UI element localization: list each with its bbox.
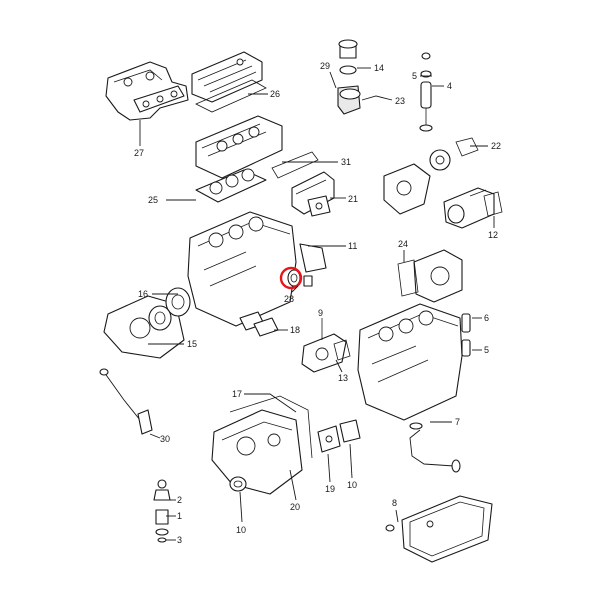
starter-gasket[interactable] (483, 191, 503, 217)
cylinder-head[interactable] (195, 115, 283, 179)
engine-block-upper[interactable] (187, 211, 297, 327)
starter-motor[interactable] (443, 187, 495, 229)
intake-flange[interactable] (307, 195, 331, 217)
manifold-gaskets[interactable] (133, 85, 185, 113)
valve-cover-gasket[interactable] (195, 79, 267, 113)
callout-19: 19 (325, 484, 335, 494)
oil-filter-gasket[interactable] (333, 339, 351, 361)
callout-23: 23 (395, 96, 405, 106)
callout-14: 14 (374, 63, 384, 73)
oil-seal-28[interactable] (279, 266, 313, 290)
callout-27: 27 (134, 148, 144, 158)
callout-28: 28 (284, 294, 294, 304)
callout-18: 18 (290, 325, 300, 335)
callout-30: 30 (160, 434, 170, 444)
block-side-gasket[interactable] (299, 243, 327, 273)
tappets[interactable] (461, 313, 471, 357)
callout-21: 21 (348, 194, 358, 204)
callout-2: 2 (177, 495, 182, 505)
callout-6: 6 (484, 313, 489, 323)
callout-25: 25 (148, 195, 158, 205)
callout-10-seal: 10 (236, 525, 246, 535)
cover-plate[interactable] (317, 419, 361, 453)
callout-3: 3 (177, 535, 182, 545)
engine-block-lower[interactable] (357, 303, 463, 421)
callout-8: 8 (392, 498, 397, 508)
callout-15: 15 (187, 339, 197, 349)
valve-assembly[interactable] (419, 52, 433, 132)
drain-plug[interactable] (385, 524, 395, 532)
bearing-caps[interactable] (239, 311, 279, 337)
callout-13: 13 (338, 373, 348, 383)
callout-29: 29 (320, 61, 330, 71)
leader-lines (139, 67, 495, 541)
callout-7: 7 (455, 417, 460, 427)
callout-22: 22 (491, 141, 501, 151)
callout-1: 1 (177, 511, 182, 521)
callout-20: 20 (290, 502, 300, 512)
gear-case[interactable] (211, 409, 303, 495)
head-gasket[interactable] (195, 168, 267, 203)
highlight-ring (279, 266, 303, 290)
intake-gasket[interactable] (271, 151, 319, 179)
water-pump-gasket[interactable] (455, 137, 479, 157)
callout-17: 17 (232, 389, 242, 399)
callout-4: 4 (447, 81, 452, 91)
oil-filter-base[interactable] (301, 318, 347, 373)
rear-oil-seal[interactable] (148, 287, 191, 331)
callout-12: 12 (488, 230, 498, 240)
callout-11: 11 (348, 241, 357, 251)
callout-26: 26 (270, 89, 280, 99)
oil-pressure-switch[interactable] (153, 479, 171, 543)
callout-24: 24 (398, 239, 408, 249)
callout-5-tappet: 5 (484, 345, 489, 355)
dipstick[interactable] (99, 368, 153, 435)
callout-labels: 14 29 5 4 23 26 27 22 31 25 21 12 11 24 … (134, 61, 501, 545)
crank-front-seal[interactable] (229, 476, 247, 492)
thermostat-housing[interactable] (337, 39, 361, 115)
callout-9: 9 (318, 308, 323, 318)
oil-pump-housing[interactable] (397, 249, 463, 303)
oil-pan[interactable] (401, 495, 493, 563)
oil-pipe[interactable] (409, 422, 461, 473)
water-pump[interactable] (383, 149, 451, 215)
valve-cover[interactable] (191, 51, 263, 103)
callout-5-valve: 5 (412, 71, 417, 81)
callout-10-cover: 10 (347, 480, 357, 490)
gear-case-gasket[interactable] (229, 395, 313, 459)
exhaust-manifold[interactable] (105, 61, 189, 121)
callout-16: 16 (138, 289, 148, 299)
callout-31: 31 (341, 157, 351, 167)
